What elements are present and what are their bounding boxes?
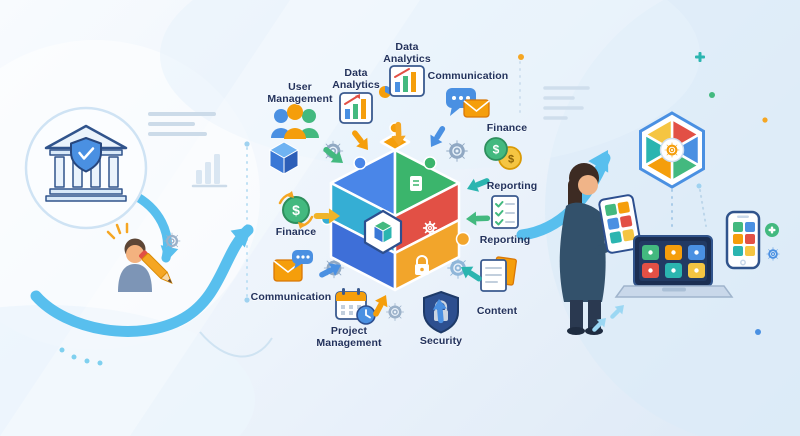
lock-glyph-icon — [415, 255, 429, 275]
communication-icon-left — [273, 250, 313, 282]
phone-device — [725, 210, 761, 270]
envelope-icon — [463, 99, 490, 118]
laptop-device — [614, 235, 734, 298]
clock-icon — [356, 305, 376, 325]
reporting-checklist-icon — [491, 195, 519, 229]
flow-arrow-left-large — [30, 218, 260, 337]
dollar-glyph: $ — [292, 202, 300, 218]
project-management-calendar-icon — [335, 288, 376, 325]
decor-ghost-bar-chart — [191, 154, 228, 188]
label-reporting-upper: Reporting — [486, 180, 538, 192]
sparkle-icon — [106, 222, 129, 240]
label-communication-top: Communication — [427, 70, 509, 82]
finance-cycle-icon: $ — [278, 191, 314, 229]
data-analytics-icon-1 — [339, 92, 373, 124]
label-reporting-lower: Reporting — [479, 234, 531, 246]
data-analytics-icon-2 — [379, 65, 425, 98]
hexagon-emblem — [363, 209, 403, 255]
label-security: Security — [419, 335, 463, 347]
label-project-management: Project Management — [316, 325, 382, 350]
label-communication-left: Communication — [250, 291, 332, 303]
decor-text-lines-left — [148, 112, 216, 136]
label-data-analytics-left: Data Analytics — [332, 67, 380, 92]
decor-text-lines-right — [543, 86, 590, 120]
user-management-icon — [268, 104, 319, 175]
label-finance-right: Finance — [486, 122, 528, 134]
finance-coins-icon: $ $ — [484, 137, 522, 170]
label-user-management: User Management — [267, 81, 333, 106]
label-content: Content — [476, 305, 518, 317]
bank-circle-badge — [24, 106, 148, 230]
label-finance-left: Finance — [275, 226, 317, 238]
plus-icon — [695, 52, 705, 62]
communication-icon-top — [446, 88, 490, 118]
person-editing-icon — [106, 222, 182, 292]
document-glyph-icon — [410, 176, 422, 191]
pencil-icon — [139, 250, 173, 285]
flow-arrow-left-small — [127, 189, 179, 265]
tablet-device — [598, 194, 642, 254]
content-documents-icon — [480, 256, 517, 292]
shield-icon — [70, 137, 102, 173]
hexagon-app-badge — [639, 111, 705, 189]
cube-mini-icon — [268, 141, 300, 175]
dollar-glyph: $ — [508, 154, 514, 166]
dollar-glyph: $ — [493, 143, 500, 157]
person-with-tablet — [559, 163, 642, 335]
chat-bubble-icon — [292, 250, 313, 269]
label-data-analytics-top: Data Analytics — [383, 41, 431, 66]
phone-side-icons — [765, 223, 781, 262]
bank-icon — [44, 124, 128, 202]
